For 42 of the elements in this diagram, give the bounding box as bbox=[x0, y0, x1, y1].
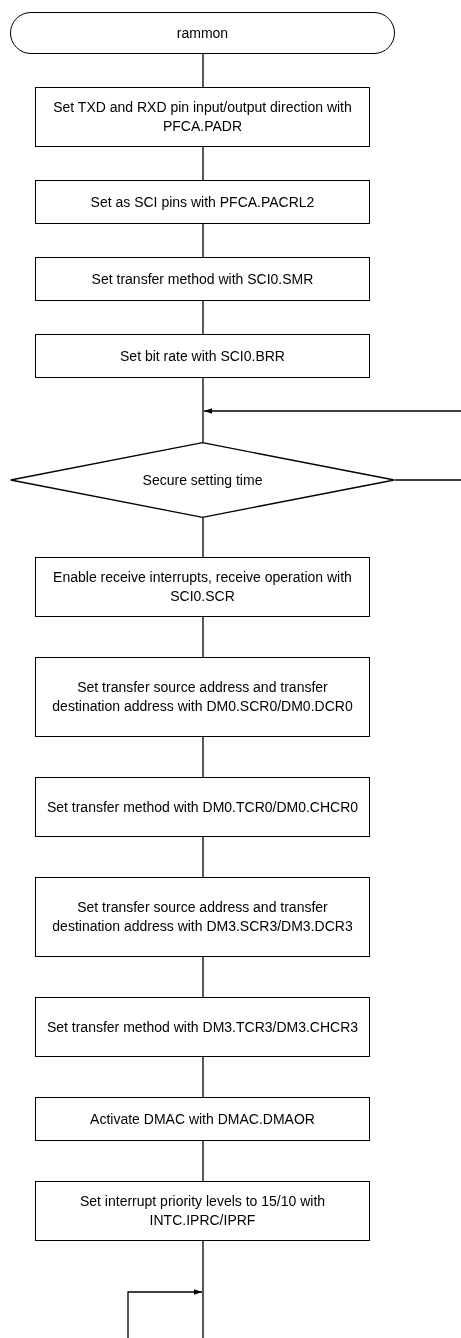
connector-line bbox=[394, 479, 461, 481]
step-text: Set interrupt priority levels to 15/10 with INTC.IPRC/IPRF bbox=[78, 1192, 327, 1230]
process-box bbox=[35, 997, 370, 1057]
decision-diamond bbox=[10, 442, 395, 518]
terminator-shape bbox=[10, 12, 395, 54]
process-box bbox=[35, 1181, 370, 1241]
step-text: Set bit rate with SCI0.BRR bbox=[119, 346, 286, 366]
connector-line bbox=[202, 836, 204, 878]
step-text: Enable receive interrupts, receive operation with SCI0.SCR bbox=[52, 568, 353, 606]
process-box bbox=[35, 180, 370, 224]
process-box bbox=[35, 257, 370, 301]
step-text: Set transfer source address and transfer destination address with DM0.SCR0/DM0.DCR0 bbox=[51, 678, 354, 716]
process-box bbox=[35, 87, 370, 147]
arrow bbox=[203, 408, 461, 414]
step-text: Activate DMAC with DMAC.DMAOR bbox=[89, 1109, 316, 1129]
connector-line bbox=[202, 1056, 204, 1098]
step-text: Secure setting time bbox=[141, 470, 264, 490]
step-text: rammon bbox=[175, 23, 230, 43]
step-text: Set as SCI pins with PFCA.PACRL2 bbox=[89, 192, 316, 212]
process-box bbox=[35, 657, 370, 737]
step-text: Set transfer method with SCI0.SMR bbox=[90, 269, 315, 289]
connector-line bbox=[202, 616, 204, 658]
connector-line bbox=[202, 1240, 204, 1338]
connector-line bbox=[202, 377, 204, 443]
step-text: Set TXD and RXD pin input/output direction with PFCA.PADR bbox=[52, 98, 353, 136]
step-text: Set transfer method with DM3.TCR3/DM3.CHCR3 bbox=[45, 1017, 360, 1037]
connector-line bbox=[202, 146, 204, 181]
process-box bbox=[35, 557, 370, 617]
process-box bbox=[35, 1097, 370, 1141]
connector-line bbox=[202, 53, 204, 88]
connector-line bbox=[202, 1140, 204, 1182]
connector-line bbox=[202, 736, 204, 778]
arrow bbox=[127, 1289, 203, 1338]
process-box bbox=[35, 334, 370, 378]
connector-line bbox=[202, 223, 204, 258]
connector-line bbox=[202, 517, 204, 558]
step-text: Set transfer method with DM0.TCR0/DM0.CHCR0 bbox=[45, 797, 360, 817]
connector-line bbox=[202, 300, 204, 335]
process-box bbox=[35, 777, 370, 837]
connector-line bbox=[202, 956, 204, 998]
step-text: Set transfer source address and transfer destination address with DM3.SCR3/DM3.DCR3 bbox=[51, 898, 354, 936]
process-box bbox=[35, 877, 370, 957]
